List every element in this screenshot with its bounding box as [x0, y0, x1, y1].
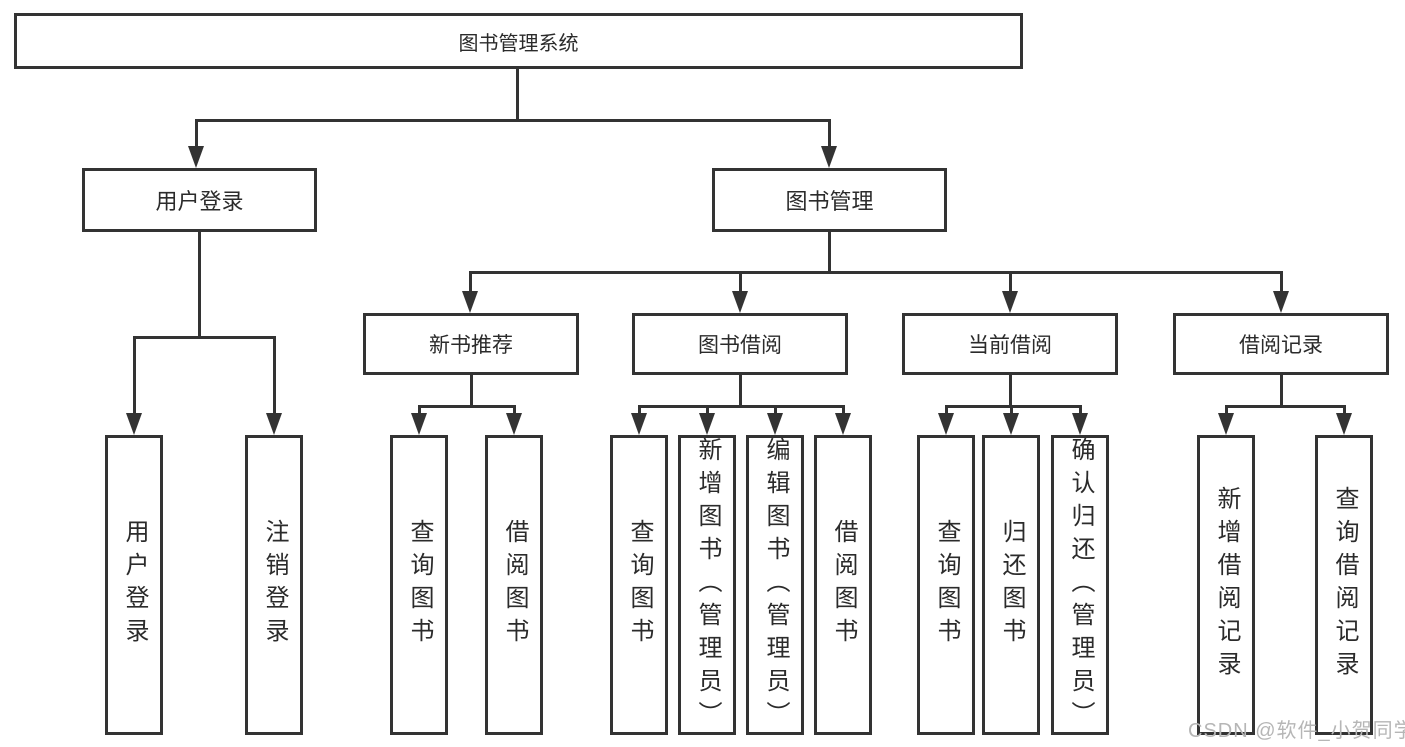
- leaf-label: 编辑图书（管理员）: [762, 436, 789, 734]
- leaf-query-books-borrow: 查询图书: [610, 435, 668, 735]
- connector-line: [706, 405, 709, 417]
- connector-line: [1280, 375, 1283, 407]
- leaf-label: 查询图书: [933, 519, 960, 651]
- arrow-down-icon: [1218, 413, 1234, 435]
- node-book-borrowing: 图书借阅: [632, 313, 848, 375]
- connector-line: [469, 271, 472, 295]
- connector-line: [1010, 405, 1013, 417]
- arrow-down-icon: [1336, 413, 1352, 435]
- node-label: 图书借阅: [698, 334, 782, 357]
- leaf-label: 归还图书: [998, 519, 1025, 651]
- connector-line: [945, 405, 948, 417]
- connector-line: [739, 271, 742, 295]
- leaf-edit-book-admin: 编辑图书（管理员）: [746, 435, 804, 735]
- connector-line: [1079, 405, 1082, 417]
- leaf-label: 新增图书（管理员）: [694, 436, 721, 734]
- leaf-label: 查询借阅记录: [1331, 486, 1358, 684]
- connector-line: [1280, 271, 1283, 295]
- connector-line: [828, 119, 831, 150]
- leaf-label: 新增借阅记录: [1213, 486, 1240, 684]
- arrow-down-icon: [1002, 291, 1018, 313]
- connector-line: [638, 405, 845, 408]
- arrow-down-icon: [411, 413, 427, 435]
- leaf-add-book-admin: 新增图书（管理员）: [678, 435, 736, 735]
- leaf-label: 借阅图书: [501, 519, 528, 651]
- leaf-user-login: 用户登录: [105, 435, 163, 735]
- node-label: 借阅记录: [1239, 334, 1323, 357]
- csdn-watermark: CSDN @软件_小贺同学: [1188, 720, 1405, 742]
- connector-line: [638, 405, 641, 417]
- connector-line: [273, 336, 276, 417]
- node-label: 用户登录: [155, 189, 244, 214]
- leaf-query-books-current: 查询图书: [917, 435, 975, 735]
- leaf-add-borrow-record: 新增借阅记录: [1197, 435, 1255, 735]
- node-borrowing-records: 借阅记录: [1173, 313, 1389, 375]
- arrow-down-icon: [1072, 413, 1088, 435]
- connector-line: [198, 232, 201, 338]
- connector-line: [1225, 405, 1228, 417]
- connector-line: [774, 405, 777, 417]
- node-label: 图书管理系统: [458, 32, 579, 55]
- connector-line: [1009, 375, 1012, 407]
- leaf-query-books-recommend: 查询图书: [390, 435, 448, 735]
- node-user-login: 用户登录: [82, 168, 317, 232]
- leaf-borrow-books: 借阅图书: [814, 435, 872, 735]
- node-label: 当前借阅: [968, 334, 1052, 357]
- arrow-down-icon: [767, 413, 783, 435]
- arrow-down-icon: [266, 413, 282, 435]
- connector-line: [470, 375, 473, 407]
- arrow-down-icon: [631, 413, 647, 435]
- connector-line: [195, 119, 831, 122]
- connector-line: [828, 232, 831, 273]
- connector-line: [133, 336, 136, 417]
- connector-line: [842, 405, 845, 417]
- arrow-down-icon: [506, 413, 522, 435]
- leaf-label: 注销登录: [261, 519, 288, 651]
- leaf-label: 用户登录: [121, 519, 148, 651]
- connector-line: [1343, 405, 1346, 417]
- connector-line: [133, 336, 276, 339]
- connector-line: [418, 405, 421, 417]
- leaf-label: 借阅图书: [830, 519, 857, 651]
- arrow-down-icon: [1003, 413, 1019, 435]
- node-new-book-recommendation: 新书推荐: [363, 313, 579, 375]
- connector-line: [195, 119, 198, 150]
- node-book-management: 图书管理: [712, 168, 947, 232]
- node-label: 新书推荐: [429, 334, 513, 357]
- leaf-return-books: 归还图书: [982, 435, 1040, 735]
- leaf-label: 查询图书: [626, 519, 653, 651]
- node-label: 图书管理: [785, 189, 874, 214]
- leaf-label: 查询图书: [406, 519, 433, 651]
- leaf-borrow-books-recommend: 借阅图书: [485, 435, 543, 735]
- arrow-down-icon: [699, 413, 715, 435]
- connector-line: [739, 375, 742, 407]
- node-current-borrowing: 当前借阅: [902, 313, 1118, 375]
- connector-line: [418, 405, 516, 408]
- connector-line: [1009, 271, 1012, 295]
- arrow-down-icon: [188, 146, 204, 168]
- connector-line: [1225, 405, 1346, 408]
- connector-line: [469, 271, 1283, 274]
- arrow-down-icon: [821, 146, 837, 168]
- connector-line: [945, 405, 1082, 408]
- arrow-down-icon: [938, 413, 954, 435]
- leaf-label: 确认归还（管理员）: [1067, 436, 1094, 734]
- arrow-down-icon: [1273, 291, 1289, 313]
- leaf-query-borrow-record: 查询借阅记录: [1315, 435, 1373, 735]
- arrow-down-icon: [462, 291, 478, 313]
- arrow-down-icon: [126, 413, 142, 435]
- node-library-management-system: 图书管理系统: [14, 13, 1023, 69]
- connector-line: [516, 69, 519, 121]
- arrow-down-icon: [835, 413, 851, 435]
- connector-line: [513, 405, 516, 417]
- leaf-confirm-return-admin: 确认归还（管理员）: [1051, 435, 1109, 735]
- leaf-logout: 注销登录: [245, 435, 303, 735]
- arrow-down-icon: [732, 291, 748, 313]
